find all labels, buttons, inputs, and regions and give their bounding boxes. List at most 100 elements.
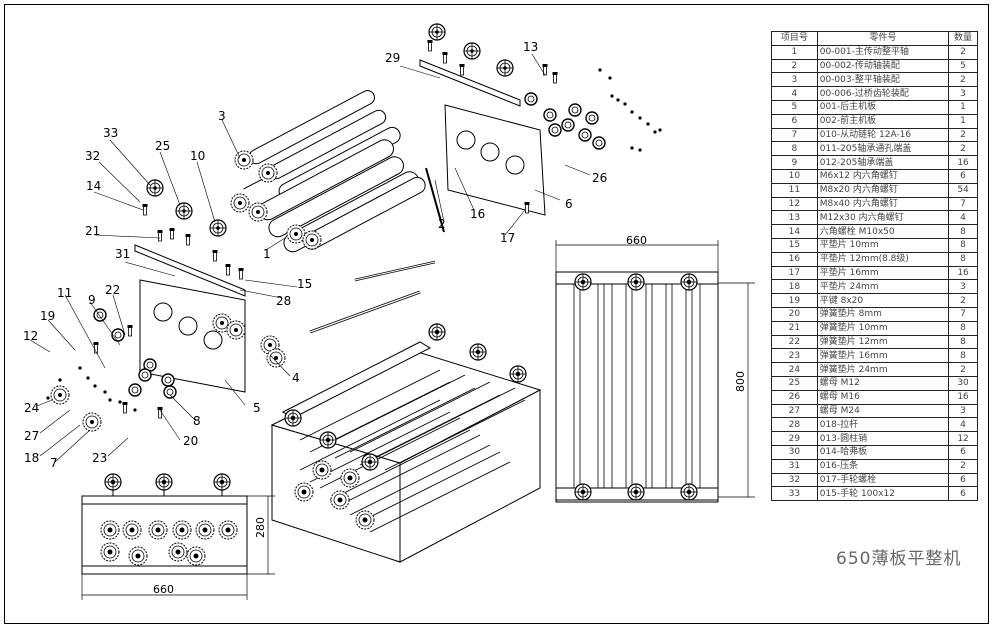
- bom-qty: 6: [948, 168, 978, 184]
- callout-22: 22: [105, 283, 120, 297]
- bom-qty: 3: [948, 86, 978, 101]
- bom-qty: 30: [948, 375, 978, 391]
- callout-1: 1: [263, 247, 271, 261]
- bom-qty: 8: [948, 348, 978, 364]
- bom-qty: 2: [948, 293, 978, 308]
- bom-header-row: 项目号 零件号 数量: [771, 31, 978, 46]
- bom-qty: 8: [948, 224, 978, 239]
- bom-qty: 2: [948, 141, 978, 157]
- bom-qty: 6: [948, 486, 978, 502]
- bom-part-name: 弹簧垫片 12mm: [816, 334, 950, 350]
- dim-front-height: 280: [254, 517, 267, 538]
- bom-qty: 2: [948, 44, 978, 60]
- bom-item-no: 11: [771, 182, 818, 198]
- bom-part-name: 平垫片 10mm: [816, 237, 950, 253]
- callout-11: 11: [57, 286, 72, 300]
- top-view: [555, 240, 755, 503]
- bom-part-name: 六角螺栓 M10x50: [816, 224, 950, 239]
- bom-part-name: 平键 8x20: [816, 293, 950, 308]
- bom-item-no: 21: [771, 320, 818, 336]
- bom-part-name: 平垫片 24mm: [816, 279, 950, 295]
- isometric-assembly: [270, 323, 542, 563]
- bom-header-part: 零件号: [816, 31, 950, 46]
- callout-19: 19: [40, 309, 55, 323]
- bom-qty: 2: [948, 458, 978, 474]
- callout-16: 16: [470, 207, 485, 221]
- bom-item-no: 17: [771, 265, 818, 281]
- bom-item-no: 27: [771, 403, 818, 419]
- bom-qty: 3: [948, 403, 978, 419]
- bom-part-name: 平垫片 16mm: [816, 265, 950, 281]
- bom-part-name: M6x12 内六角螺钉: [816, 168, 950, 184]
- bom-item-no: 8: [771, 141, 818, 157]
- bom-item-no: 18: [771, 279, 818, 295]
- callout-8: 8: [193, 414, 201, 428]
- bom-item-no: 24: [771, 362, 818, 377]
- bom-item-no: 25: [771, 375, 818, 391]
- bom-part-name: 螺母 M16: [816, 389, 950, 405]
- bom-item-no: 22: [771, 334, 818, 350]
- bom-part-name: 00-002-传动轴装配: [816, 58, 950, 74]
- bom-part-name: 弹簧垫片 8mm: [816, 306, 950, 322]
- bom-item-no: 3: [771, 72, 818, 88]
- bom-part-name: 弹簧垫片 24mm: [816, 362, 950, 377]
- bom-qty: 8: [948, 320, 978, 336]
- bom-item-no: 6: [771, 113, 818, 129]
- bom-part-name: 015-手轮 100x12: [816, 486, 950, 502]
- bom-part-name: 016-压条: [816, 458, 950, 474]
- bom-item-no: 19: [771, 293, 818, 308]
- bom-part-name: 平垫片 12mm(8.8级): [816, 251, 950, 267]
- callout-12: 12: [23, 329, 38, 343]
- bom-qty: 8: [948, 251, 978, 267]
- bom-qty: 54: [948, 182, 978, 198]
- bom-part-name: 螺母 M12: [816, 375, 950, 391]
- callout-13: 13: [523, 40, 538, 54]
- bom-item-no: 12: [771, 196, 818, 212]
- bom-part-name: 002-前主机板: [816, 113, 950, 129]
- bom-item-no: 4: [771, 86, 818, 101]
- callout-24: 24: [24, 401, 39, 415]
- callout-25: 25: [155, 139, 170, 153]
- bom-qty: 4: [948, 210, 978, 226]
- bom-part-name: M8x40 内六角螺钉: [816, 196, 950, 212]
- callout-3: 3: [218, 109, 226, 123]
- callout-2: 2: [438, 217, 446, 231]
- bom-part-name: 012-205轴承端盖: [816, 155, 950, 170]
- bom-item-no: 20: [771, 306, 818, 322]
- bom-part-name: 018-拉杆: [816, 417, 950, 433]
- callout-20: 20: [183, 434, 198, 448]
- bom-qty: 1: [948, 99, 978, 115]
- bom-qty: 6: [948, 472, 978, 488]
- callout-32: 32: [85, 149, 100, 163]
- bom-item-no: 5: [771, 99, 818, 115]
- callout-21: 21: [85, 224, 100, 238]
- callout-5: 5: [253, 401, 261, 415]
- callout-9: 9: [88, 293, 96, 307]
- callout-15: 15: [297, 277, 312, 291]
- bom-item-no: 23: [771, 348, 818, 364]
- callout-33: 33: [103, 126, 118, 140]
- callout-26: 26: [592, 171, 607, 185]
- callout-10: 10: [190, 149, 205, 163]
- bom-item-no: 33: [771, 486, 818, 502]
- bom-qty: 1: [948, 113, 978, 129]
- callout-23: 23: [92, 451, 107, 465]
- bom-qty: 7: [948, 306, 978, 322]
